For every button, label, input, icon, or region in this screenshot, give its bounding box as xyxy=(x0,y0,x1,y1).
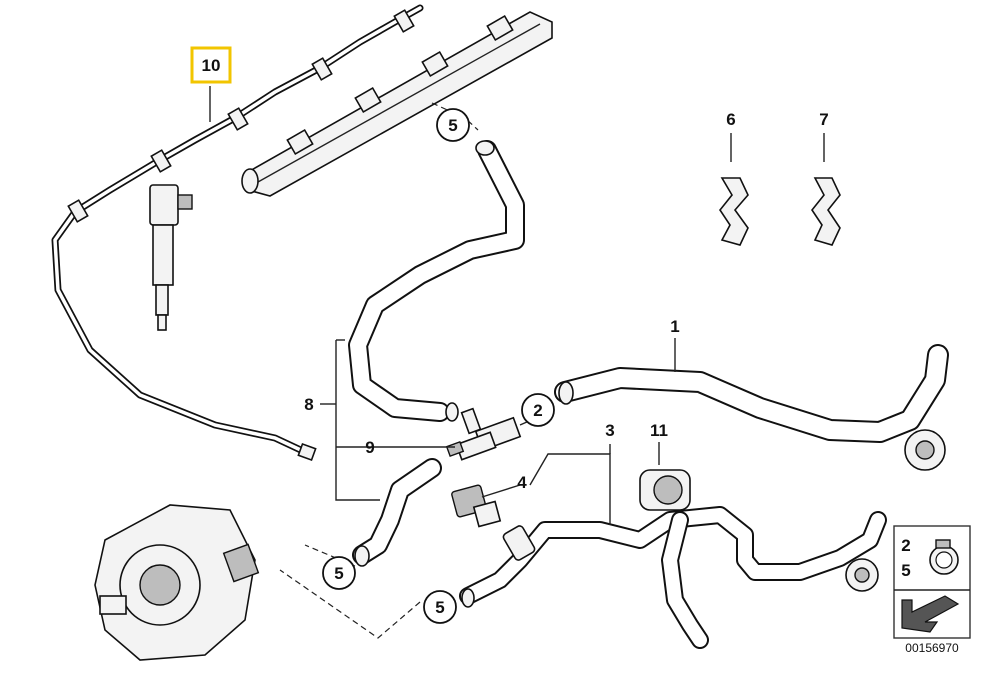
callout-4: 4 xyxy=(517,473,527,492)
callout-1: 1 xyxy=(670,317,679,336)
fuel-rail xyxy=(241,11,553,197)
arrow-icon xyxy=(901,595,960,633)
callout-11: 11 xyxy=(650,421,668,440)
tee-fitting xyxy=(445,407,522,461)
callout-2: 2 xyxy=(521,393,555,427)
drawing-number: 00156970 xyxy=(905,641,959,655)
hose-3 xyxy=(459,506,887,649)
clip-6 xyxy=(719,177,749,246)
inset-label-bottom: 5 xyxy=(901,561,910,580)
clip-7 xyxy=(811,177,841,246)
hose-1 xyxy=(554,344,949,471)
callout-10: 10 xyxy=(190,46,232,84)
callout-label: 5 xyxy=(334,564,343,583)
inset-panel: 2 5 xyxy=(893,525,971,639)
high-pressure-pump xyxy=(94,504,260,661)
callout-7: 7 xyxy=(819,110,828,129)
callout-6: 6 xyxy=(726,110,735,129)
sensor-4 xyxy=(451,484,502,528)
leader-lines xyxy=(209,86,825,639)
callout-3: 3 xyxy=(605,421,614,440)
grommet-11 xyxy=(639,469,691,511)
callout-5-top: 5 xyxy=(436,108,470,142)
callout-label: 2 xyxy=(533,401,542,420)
callout-9: 9 xyxy=(365,438,374,457)
callout-label: 5 xyxy=(435,598,444,617)
leak-off-line-10 xyxy=(51,4,424,462)
callout-label: 10 xyxy=(202,56,221,75)
callout-5-bottom: 5 xyxy=(423,590,457,624)
callout-5-left: 5 xyxy=(322,556,356,590)
hose-5-upper xyxy=(348,140,525,422)
hose-clamp-icon xyxy=(929,539,959,575)
hose-5-lower-left xyxy=(352,458,442,567)
callout-label: 5 xyxy=(448,116,457,135)
callout-8: 8 xyxy=(304,395,313,414)
inset-label-top: 2 xyxy=(901,536,910,555)
fuel-injector xyxy=(149,184,193,331)
